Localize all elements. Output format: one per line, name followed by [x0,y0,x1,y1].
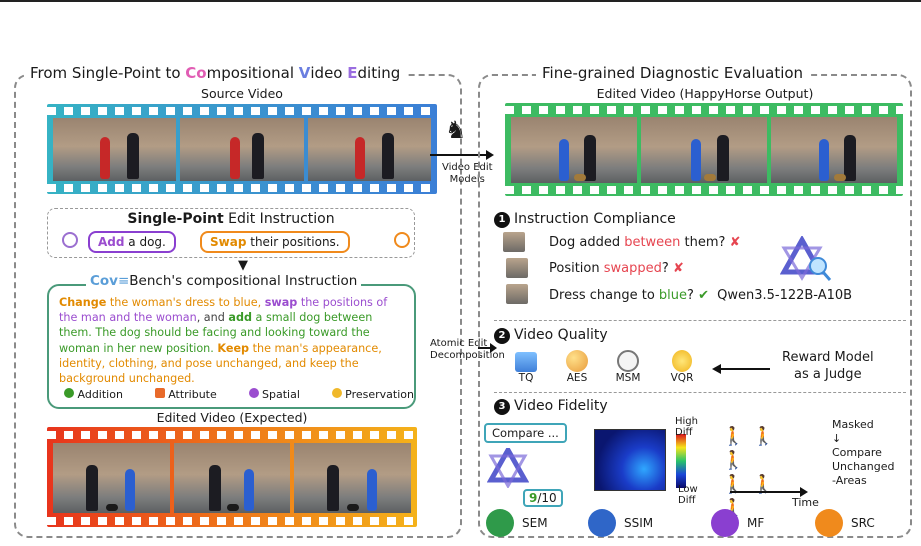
right-panel-title: Fine-grained Diagnostic Evaluation [536,64,810,82]
swap-bubble: Swap their positions. [200,231,350,253]
source-frame [307,118,431,181]
left-title-part: From Single-Point to [30,64,186,82]
output-frame [641,117,767,183]
expected-frame [173,443,291,513]
left-panel-title: From Single-Point to Compositional Video… [24,64,407,82]
spatial-item: Spatial [248,388,300,401]
quality-metric-vqr: VQR [665,350,699,384]
expected-video-label: Edited Video (Expected) [156,410,308,425]
metric-src: SRC [815,509,875,537]
masked-text: Masked ↓ Compare Unchanged -Areas [832,418,895,487]
compositional-instruction-box: Change the woman's dress to blue, swap t… [47,284,416,409]
down-arrow: ▼ [238,258,248,273]
horse-icon: ♞ [445,116,467,144]
source-frame [53,118,177,181]
quality-metric-aes: AES [560,350,594,384]
output-frame [771,117,897,183]
expected-video-filmstrip [47,427,417,527]
qwen-icon [487,448,529,488]
medal-icon [672,350,692,372]
left-title-part: E [347,64,358,82]
cross-icon: ✘ [729,235,741,250]
left-title-part: diting [357,64,401,82]
edited-video-label: Edited Video (HappyHorse Output) [596,86,814,101]
frame-thumbnail [506,284,528,304]
check-icon: ✔ [698,288,709,303]
quality-metric-msm: MSM [610,350,646,384]
frame-thumbnail [506,258,528,278]
qwen-magnifier-icon [780,236,832,281]
output-frame [511,117,637,183]
ssim-heatmap [594,429,666,491]
top-rule [0,0,921,2]
preservation-item: Preservation [331,388,414,401]
single-point-box [47,208,415,258]
clock-icon [617,350,639,372]
metric-sem: SEM [486,509,548,537]
video-edit-arrow [430,150,494,160]
instruction-text: Change the woman's dress to blue, swap t… [59,296,388,386]
time-axis [730,487,808,497]
add-bubble: Add a dog. [88,231,176,253]
category-legend: Addition Attribute Spatial Preservation [64,388,414,401]
addition-item: Addition [64,388,123,401]
compliance-question-position: Position swapped? ✘ [549,261,684,276]
single-point-rest: Edit Instruction [223,211,335,227]
expected-frame [53,443,170,513]
compare-box: Compare ... [484,423,567,443]
grid-icon [588,509,616,537]
left-title-part: ideo [310,64,348,82]
user-icon [394,232,410,248]
single-point-title: Single-Point Edit Instruction [47,211,415,227]
reward-arrow [712,364,770,374]
atomic-arrow [478,343,497,353]
colorbar [676,434,686,488]
cross-icon: ✘ [672,261,684,276]
quality-metric-tq: TQ [512,352,540,384]
source-video-filmstrip [47,104,437,194]
stick-figures: 🚶🚶🚶🚶🚶🚶 [722,426,783,519]
metric-ssim: SSIM [588,509,653,537]
left-title-part: Co [185,64,207,82]
metric-mf: MF [711,509,764,537]
judge-model-name: Qwen3.5-122B-A10B [717,288,853,303]
output-video-filmstrip [505,103,903,196]
compositional-title: Cov≡Bench's compositional Instruction [86,273,362,289]
frame-thumbnail [503,232,525,252]
time-label: Time [792,496,819,509]
source-frame [180,118,304,181]
brain-icon [486,509,514,537]
shield-icon [815,509,843,537]
expected-frame [294,443,412,513]
running-icon [711,509,739,537]
compliance-question-dress: Dress change to blue? ✔ Qwen3.5-122B-A10… [549,288,853,303]
palette-icon [566,350,588,372]
user-icon [62,232,78,248]
single-point-bold: Single-Point [127,211,224,227]
score-badge: 9/10 [523,489,563,507]
attribute-item: Attribute [154,388,217,401]
left-title-part: V [298,64,311,82]
separator [494,320,906,321]
separator [494,392,906,393]
compliance-question-dog: Dog added between them? ✘ [549,235,741,250]
image-icon [515,352,537,372]
left-title-part: mpositional [206,64,299,82]
source-video-label: Source Video [201,86,283,101]
